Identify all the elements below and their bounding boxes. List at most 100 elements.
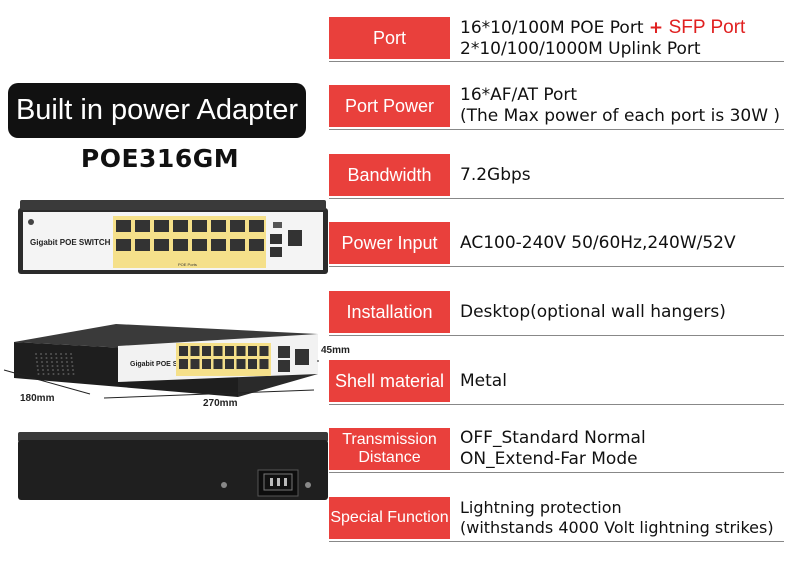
width-dimension: 270mm — [203, 398, 238, 409]
spec-label: Shell material — [329, 360, 450, 402]
vent-hole — [40, 353, 42, 355]
rj45-port — [173, 239, 188, 251]
spec-value: OFF_Standard Normal ON_Extend-Far Mode — [460, 428, 646, 470]
built-in-power-badge: Built in power Adapter — [8, 83, 306, 138]
depth-dimension: 180mm — [20, 393, 55, 404]
rj45-port — [236, 359, 246, 369]
vent-hole — [66, 361, 68, 363]
vent-hole — [70, 353, 72, 355]
vent-hole — [57, 373, 60, 375]
spec-value: AC100-240V 50/60Hz,240W/52V — [460, 222, 736, 264]
vent-hole — [65, 357, 68, 359]
rj45-port — [213, 346, 223, 356]
vent-hole — [70, 357, 73, 359]
vent-hole — [41, 361, 43, 363]
switch-back-image — [18, 432, 328, 500]
vent-hole — [37, 369, 39, 371]
vent-hole — [36, 365, 39, 367]
vent-hole — [60, 353, 62, 355]
vent-hole — [66, 365, 69, 367]
divider — [329, 129, 784, 130]
vent-hole — [56, 365, 59, 367]
rj45-port — [190, 359, 200, 369]
spec-value-line: AC100-240V 50/60Hz,240W/52V — [460, 232, 736, 253]
vent-hole — [42, 369, 44, 371]
spec-value-line: Lightning protection — [460, 498, 622, 517]
vent-hole — [60, 357, 63, 359]
vent-hole — [62, 369, 64, 371]
plus-sign: + — [648, 17, 664, 38]
poe-ports-caption: POE Ports — [178, 262, 197, 267]
rj45-port — [259, 359, 269, 369]
rj45-port — [236, 346, 246, 356]
spec-value-line: ON_Extend-Far Mode — [460, 449, 638, 469]
rj45-port — [211, 220, 226, 232]
spec-value-line: 16*10/100M POE Port — [460, 17, 644, 38]
rj45-port — [249, 220, 264, 232]
rj45-port — [248, 346, 257, 356]
rj45-port — [116, 239, 131, 251]
vent-hole — [45, 357, 48, 359]
rj45-port — [249, 239, 264, 251]
switch-front-image: Gigabit POE SWITCH POE Ports — [18, 200, 328, 274]
vent-hole — [46, 365, 49, 367]
vent-hole — [55, 357, 58, 359]
vent-hole — [67, 369, 69, 371]
vent-hole — [36, 361, 38, 363]
rj45-port — [213, 359, 223, 369]
vent-hole — [72, 373, 75, 375]
iso-switch-label: Gigabit POE SWITCH — [130, 361, 200, 368]
rj45-port — [259, 346, 269, 356]
spec-value: Lightning protection (withstands 4000 Vo… — [460, 497, 774, 539]
height-dimension: 45mm — [321, 345, 350, 356]
vent-hole — [51, 365, 54, 367]
vent-hole — [42, 373, 45, 375]
vent-hole — [41, 365, 44, 367]
rj45-port — [135, 220, 150, 232]
model-name: POE316GM — [80, 144, 240, 173]
rj45-port — [116, 220, 131, 232]
vent-hole — [61, 365, 64, 367]
sfp-port-text: SFP Port — [668, 16, 746, 38]
divider — [329, 404, 784, 405]
spec-value-line: (The Max power of each port is 30W ) — [460, 106, 781, 126]
spec-label: Power Input — [329, 222, 450, 264]
spec-label: Bandwidth — [329, 154, 450, 196]
spec-label: Port — [329, 17, 450, 59]
rj45-port — [225, 359, 234, 369]
divider — [329, 541, 784, 542]
vent-hole — [52, 373, 55, 375]
vent-hole — [57, 369, 59, 371]
vent-hole — [50, 353, 52, 355]
vent-hole — [51, 361, 53, 363]
switch-iso-image: Gigabit POE SWITCH — [14, 324, 318, 397]
spec-value: Desktop(optional wall hangers) — [460, 291, 726, 333]
vent-hole — [71, 365, 74, 367]
divider — [329, 335, 784, 336]
vent-hole — [35, 353, 37, 355]
dimension-lines — [3, 360, 319, 399]
vent-hole — [55, 353, 57, 355]
vent-hole — [35, 357, 38, 359]
rj45-port — [192, 220, 207, 232]
rj45-port — [154, 220, 169, 232]
rj45-port — [179, 346, 188, 356]
rj45-port — [135, 239, 150, 251]
spec-value: Metal — [460, 360, 507, 402]
spec-label: Special Function — [329, 497, 450, 539]
vent-hole — [50, 357, 53, 359]
spec-value-line: Desktop(optional wall hangers) — [460, 301, 726, 322]
front-switch-label: Gigabit POE SWITCH — [30, 238, 111, 247]
rj45-port — [173, 220, 188, 232]
vent-hole — [65, 353, 67, 355]
vent-hole — [46, 361, 48, 363]
vent-hole — [62, 373, 65, 375]
rj45-port — [230, 220, 245, 232]
spec-value-line: OFF_Standard Normal — [460, 428, 646, 448]
spec-value-line: Metal — [460, 370, 507, 391]
divider — [329, 198, 784, 199]
divider — [329, 266, 784, 267]
vent-hole — [56, 361, 58, 363]
spec-value: 7.2Gbps — [460, 154, 531, 196]
rj45-port — [192, 239, 207, 251]
